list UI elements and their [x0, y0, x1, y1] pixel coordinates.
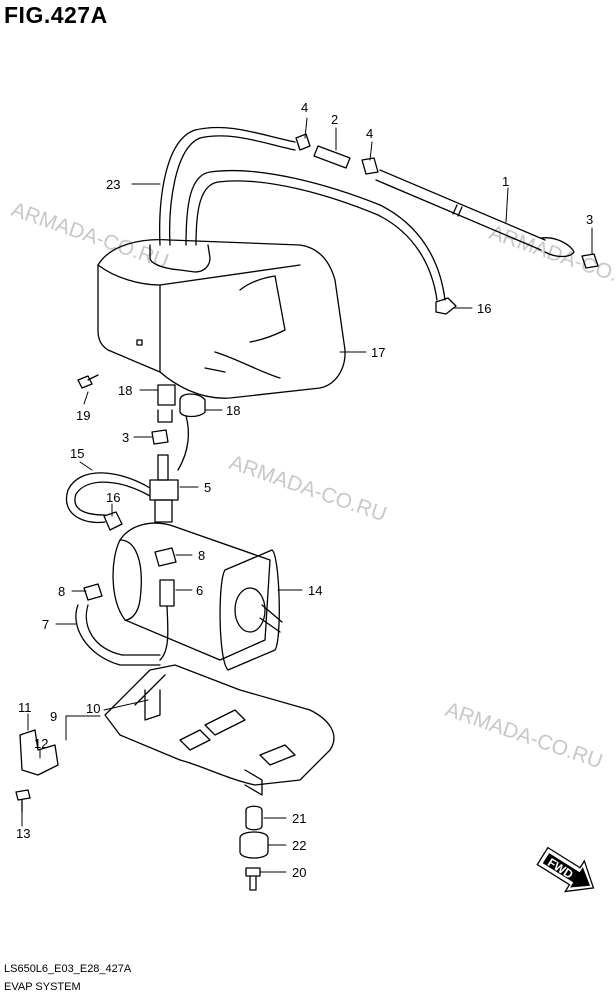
clamp-16-mid — [103, 511, 123, 531]
hose-15 — [65, 472, 151, 524]
hose-2 — [313, 145, 351, 169]
pipe-6 — [159, 579, 175, 661]
callout-22: 22 — [292, 838, 306, 853]
canister-14 — [112, 522, 283, 671]
watermark-1: ARMADA-CO.RU — [8, 198, 171, 273]
callout-labels: 4 2 4 1 3 23 16 17 19 18 18 3 15 5 16 8 … — [16, 100, 593, 880]
hose-18-lower — [179, 393, 206, 418]
callout-18b: 18 — [226, 403, 240, 418]
hose-23 — [159, 126, 296, 246]
callout-4b: 4 — [366, 126, 373, 141]
pipe-18-down — [157, 409, 190, 471]
clamp-3-top — [581, 253, 599, 269]
hose-7 — [75, 604, 161, 666]
callout-6: 6 — [196, 583, 203, 598]
callout-13: 13 — [16, 826, 30, 841]
clamp-4-left — [295, 133, 311, 151]
callout-4a: 4 — [301, 100, 308, 115]
watermark-3: ARMADA-CO.RU — [226, 451, 389, 526]
watermarks: ARMADA-CO.RU ARMADA-CO.RU ARMADA-CO.RU A… — [8, 198, 616, 773]
figure-title: FIG.427A — [4, 2, 108, 28]
callout-10: 10 — [86, 701, 100, 716]
figure-code: LS650L6_E03_E28_427A — [4, 963, 132, 975]
hose-1-end — [540, 237, 575, 258]
callout-15: 15 — [70, 446, 84, 461]
callout-16b: 16 — [106, 490, 120, 505]
grommet-22 — [239, 831, 269, 859]
collar-21 — [245, 805, 263, 831]
screw-13 — [15, 789, 31, 813]
callout-12: 12 — [34, 736, 48, 751]
callout-5: 5 — [204, 480, 211, 495]
callout-8b: 8 — [58, 584, 65, 599]
leader-lines — [21, 117, 593, 873]
callout-7: 7 — [42, 617, 49, 632]
tank-17 — [97, 239, 346, 399]
callout-20: 20 — [292, 865, 306, 880]
callout-23: 23 — [106, 177, 120, 192]
watermark-2: ARMADA-CO.RU — [486, 221, 616, 296]
callout-3a: 3 — [586, 212, 593, 227]
callout-16a: 16 — [477, 301, 491, 316]
callout-1: 1 — [502, 174, 509, 189]
callout-11: 11 — [18, 700, 32, 715]
clamp-3-mid — [151, 429, 169, 445]
clamp-8-left — [83, 583, 103, 601]
callout-19: 19 — [76, 408, 90, 423]
callout-3b: 3 — [122, 430, 129, 445]
callout-18a: 18 — [118, 383, 132, 398]
valve-5 — [149, 454, 179, 523]
clamp-8-upper — [154, 547, 177, 567]
hose-18-upper — [157, 384, 176, 406]
callout-9: 9 — [50, 709, 57, 724]
figure-name: EVAP SYSTEM — [4, 981, 81, 993]
callout-14: 14 — [308, 583, 322, 598]
fwd-arrow: FWD — [536, 846, 595, 893]
bolt-20 — [245, 867, 261, 891]
watermark-4: ARMADA-CO.RU — [442, 698, 605, 773]
callout-8a: 8 — [198, 548, 205, 563]
screw-19 — [77, 374, 99, 389]
callout-17: 17 — [371, 345, 385, 360]
clamp-16-top — [435, 297, 457, 315]
clip-12 — [19, 729, 59, 776]
callout-21: 21 — [292, 811, 306, 826]
bracket-tray — [104, 664, 335, 796]
hose-23-second — [185, 169, 446, 301]
callout-2: 2 — [331, 112, 338, 127]
